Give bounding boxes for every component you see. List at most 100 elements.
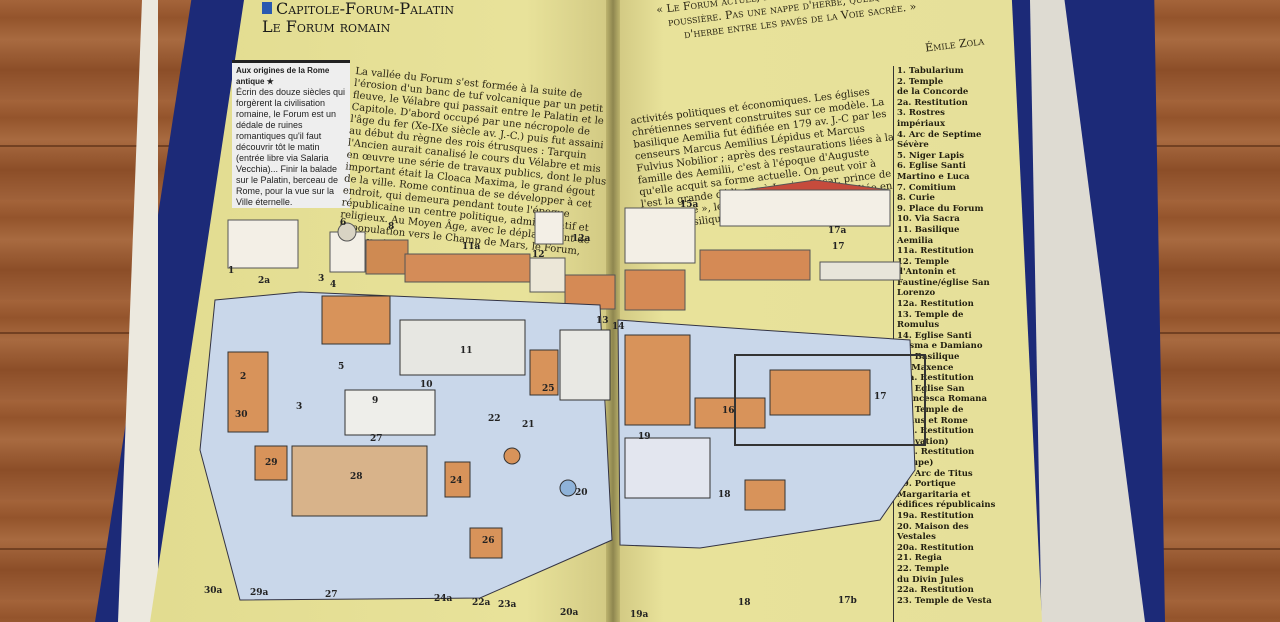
legend-entry: 23. Temple de Vesta xyxy=(897,595,992,606)
right-forum-plan xyxy=(617,319,926,549)
legend-entry: 19. Portique xyxy=(897,479,956,490)
legend-entry: 2a. Restitution xyxy=(897,97,968,108)
plan-reference-label: 23a xyxy=(498,600,517,610)
legend-entry: 15. Basilique xyxy=(897,352,960,363)
legend-entry: 17a. Restitution xyxy=(897,426,974,437)
legend-entry: Margaritaria et xyxy=(897,489,971,500)
legend-entry: 17b. Restitution xyxy=(897,447,975,458)
elevation-number-label: 3 xyxy=(318,274,325,284)
plan-number-label: 2 xyxy=(240,372,247,382)
elevation-number-label: 4 xyxy=(330,280,337,290)
plan-reference-label: 17b xyxy=(838,596,857,606)
plan-number-label: 3 xyxy=(296,402,303,412)
legend-entry: 13. Temple de xyxy=(897,309,964,320)
legend-entry: 15a. Restitution xyxy=(897,373,974,384)
page-header: Capitole-Forum-Palatin Le Forum romain xyxy=(262,0,454,36)
legend-entry: édifices républicains xyxy=(897,500,996,511)
header-section: Capitole-Forum-Palatin xyxy=(276,0,455,18)
plan-reference-label: 19a xyxy=(630,610,649,620)
elevation-number-label: 17 xyxy=(832,242,845,252)
plan-reference-label: 24a xyxy=(434,594,453,604)
legend-entry: 1. Tabularium xyxy=(897,66,964,76)
plan-number-label: 9 xyxy=(372,396,379,406)
plan-number-label: 16 xyxy=(722,406,735,416)
elevation-number-label: 1 xyxy=(228,266,235,276)
legend-entry: (élévation) xyxy=(897,436,949,447)
right-elevation-drawing xyxy=(624,179,901,311)
elevation-number-label: 11a xyxy=(462,242,481,252)
legend-entry: 18. Arc de Titus xyxy=(897,468,973,479)
left-elevation-drawing xyxy=(227,211,616,310)
plan-reference-label: 20a xyxy=(560,608,579,618)
elevation-number-label: 6 xyxy=(340,218,347,228)
plan-number-label: 18 xyxy=(718,490,731,500)
elevation-number-label: 14 xyxy=(612,322,625,332)
legend-entry: 10. Via Sacra xyxy=(897,214,960,225)
elevation-number-label: 12a xyxy=(572,234,591,244)
left-forum-plan xyxy=(199,291,613,601)
legend-entry: de la Concorde xyxy=(897,87,969,98)
legend-entry: 20. Maison des xyxy=(897,521,969,532)
legend-entry: Vénus et Rome xyxy=(897,415,968,426)
sidebar-title: Aux origines de la Rome antique ★ xyxy=(236,66,330,86)
legend-entry: 11a. Restitution xyxy=(897,246,974,257)
legend-entry: 3. Rostres xyxy=(897,108,945,119)
legend-entry: Martino e Luca xyxy=(897,171,970,182)
legend-entry: d'Antonin et xyxy=(897,267,956,278)
plan-number-label: 19 xyxy=(638,432,651,442)
legend-entry: 14. Église Santi xyxy=(897,330,972,341)
sidebar-text: Écrin des douze siècles qui forgèrent la… xyxy=(236,87,346,207)
header-title: Le Forum romain xyxy=(262,17,391,36)
elevation-number-label: 12 xyxy=(532,250,545,260)
elevation-number-label: 8 xyxy=(388,222,395,232)
legend-entry: Lorenzo xyxy=(897,288,936,299)
plan-number-label: 21 xyxy=(522,420,535,430)
legend-entry: 12a. Restitution xyxy=(897,299,974,310)
legend-entry: Francesca Romana xyxy=(897,394,987,405)
legend-entry: Faustine/église San xyxy=(897,277,990,288)
plan-number-label: 24 xyxy=(450,476,463,486)
legend-entry: 22a. Restitution xyxy=(897,585,974,596)
plan-number-label: 17 xyxy=(874,392,887,402)
legend-entry: 20a. Restitution xyxy=(897,542,974,553)
legend-entry: 12. Temple xyxy=(897,256,950,267)
legend-entry: 19a. Restitution xyxy=(897,510,974,521)
plan-number-label: 28 xyxy=(350,472,363,482)
plan-reference-label: 29a xyxy=(250,588,269,598)
plan-number-label: 22 xyxy=(488,414,501,424)
book-gutter xyxy=(606,0,620,622)
legend-entry: 8. Curie xyxy=(897,193,935,204)
legend-entry: 4. Arc de Septime xyxy=(897,129,982,140)
elevation-number-label: 17a xyxy=(828,226,847,236)
elevation-number-label: 15a xyxy=(680,200,699,210)
plan-number-label: 5 xyxy=(338,362,345,372)
plan-number-label: 10 xyxy=(420,380,433,390)
legend-entry: 7. Comitium xyxy=(897,182,956,193)
plan-number-label: 25 xyxy=(542,384,555,394)
plan-number-label: 20 xyxy=(575,488,588,498)
plan-number-label: 27 xyxy=(370,434,383,444)
legend-entry: 22. Temple xyxy=(897,563,950,574)
plan-reference-label: 18 xyxy=(738,598,751,608)
legend-entry: du Divin Jules xyxy=(897,574,964,585)
elevation-number-label: 2a xyxy=(258,276,271,286)
legend-entry: 16. Église San xyxy=(897,383,965,394)
legend-entry: Vestales xyxy=(897,532,936,543)
legend-entry: 9. Place du Forum xyxy=(897,203,984,214)
legend-entry: impériaux xyxy=(897,118,946,129)
legend-entry: Cosma e Damiano xyxy=(897,341,983,352)
legend-entry: 5. Niger Lapis xyxy=(897,150,965,161)
legend-entry: 21. Regia xyxy=(897,553,942,564)
legend-entry: 6. Église Santi xyxy=(897,161,966,172)
legend-entry: Romulus xyxy=(897,320,940,331)
plan-number-label: 26 xyxy=(482,536,495,546)
plan-number-label: 29 xyxy=(265,458,278,468)
plan-number-label: 30 xyxy=(235,410,248,420)
legend-entry: 11. Basilique xyxy=(897,224,960,235)
legend-entry: 2. Temple xyxy=(897,76,944,87)
sidebar-box: Aux origines de la Rome antique ★ Écrin … xyxy=(232,60,350,208)
plan-reference-label: 27 xyxy=(325,590,338,600)
chapter-marker-icon xyxy=(262,2,272,14)
plan-reference-label: 22a xyxy=(472,598,491,608)
